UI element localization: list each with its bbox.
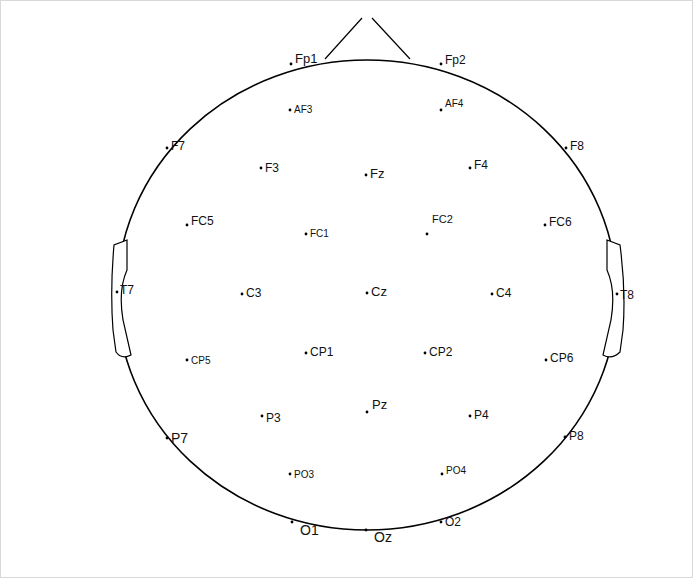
electrode-label: Cz	[371, 285, 387, 298]
electrode-label: Oz	[374, 530, 392, 544]
electrode-label: Pz	[372, 398, 387, 411]
electrode-label: AF3	[294, 105, 312, 115]
electrode-label: PO4	[446, 466, 466, 476]
electrode-label: Fz	[370, 167, 384, 180]
electrode-label: Fp1	[295, 52, 317, 65]
electrode-label: C3	[246, 287, 261, 299]
electrode-label: PO3	[294, 470, 314, 480]
electrode-label: CP1	[310, 346, 333, 358]
electrode-label: F7	[171, 140, 185, 152]
electrode-label: O1	[300, 523, 319, 537]
electrode-label: P8	[569, 430, 584, 442]
electrode-label: F8	[570, 140, 584, 152]
electrode-label: P3	[266, 412, 281, 424]
electrode-label: P4	[474, 409, 489, 421]
electrode-label: AF4	[445, 99, 463, 109]
electrode-label: C4	[496, 287, 511, 299]
electrode-label: CP5	[191, 356, 210, 366]
electrode-label: O2	[445, 516, 461, 528]
electrode-label: F3	[265, 162, 279, 174]
electrode-label: FC5	[191, 215, 214, 227]
electrode-label: Fp2	[445, 54, 466, 66]
electrode-label: FC2	[432, 214, 453, 225]
electrode-label: CP6	[550, 352, 573, 364]
electrode-label: P7	[171, 431, 188, 445]
electrode-label: FC1	[310, 229, 329, 239]
electrode-label: F4	[474, 159, 488, 171]
electrode-label: FC6	[549, 216, 572, 228]
electrode-label: T7	[120, 284, 134, 296]
electrode-label: CP2	[429, 346, 452, 358]
electrode-label: T8	[620, 289, 634, 301]
